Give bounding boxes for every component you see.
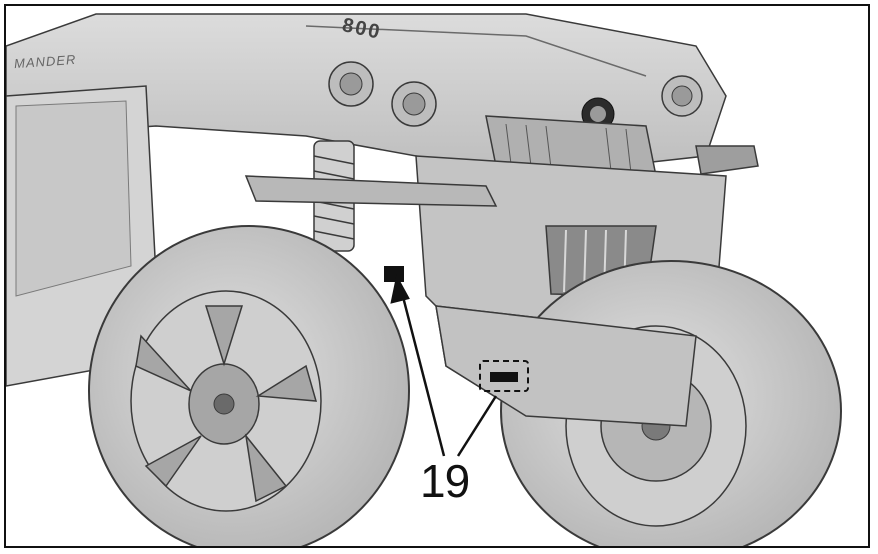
label-location-skid: [479, 360, 529, 392]
label-location-frame: [384, 266, 404, 282]
bumper-bar: [695, 145, 759, 175]
callout-number: 19: [420, 455, 470, 507]
wheel-rim-left: [135, 305, 318, 503]
control-arm: [244, 175, 498, 207]
vehicle-illustration: [6, 13, 842, 546]
callout-leaders: [390, 274, 498, 457]
figure-frame: 800 MANDER 19: [4, 4, 870, 548]
